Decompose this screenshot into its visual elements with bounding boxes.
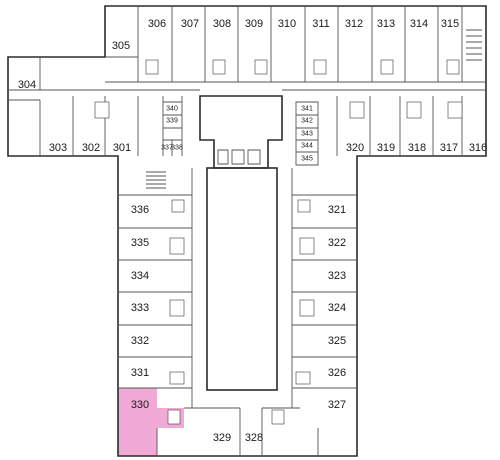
room-label-303: 303 [49,142,67,154]
room-label-343: 343 [301,131,313,138]
room-label-337: 337 [161,145,173,152]
room-label-309: 309 [245,18,263,30]
room-label-339: 339 [166,118,178,125]
room-label-324: 324 [328,302,346,314]
top-room-dividers [137,6,463,82]
room-label-315: 315 [441,18,459,30]
room-label-311: 311 [312,18,330,30]
room-label-312: 312 [345,18,363,30]
room-label-344: 344 [301,143,313,150]
west-column-walls [118,168,241,456]
room-label-310: 310 [278,18,296,30]
room-label-316: 316 [469,142,487,154]
room-label-305: 305 [112,40,130,52]
east-wing-walls [336,96,463,156]
room-label-306: 306 [148,18,166,30]
stairs-east [466,29,482,61]
room-label-323: 323 [328,270,346,282]
room-label-314: 314 [410,18,428,30]
building-outline [7,5,487,457]
room-label-313: 313 [377,18,395,30]
room-label-338: 338 [171,145,183,152]
small-rooms-337-340 [163,96,183,156]
bathroom-fixtures [94,59,463,425]
room-label-318: 318 [408,142,426,154]
east-column-walls [261,168,357,456]
room-label-322: 322 [328,237,346,249]
room-label-345: 345 [301,156,313,163]
small-rooms-341-345 [295,101,319,166]
atrium-notches [217,149,261,165]
room-label-328: 328 [245,432,263,444]
room-label-327: 327 [328,399,346,411]
room-label-320: 320 [346,142,364,154]
room-label-332: 332 [131,335,149,347]
top-corridor-line [8,81,486,91]
room-330-highlight[interactable] [118,388,184,456]
atrium-long [206,167,278,391]
room-label-301: 301 [113,142,131,154]
room-label-325: 325 [328,335,346,347]
room-label-307: 307 [181,18,199,30]
room-label-341: 341 [301,106,313,113]
room-label-335: 335 [131,237,149,249]
west-wing-walls [8,57,164,156]
room-label-326: 326 [328,367,346,379]
room-label-331: 331 [131,367,149,379]
room-label-336: 336 [131,204,149,216]
room-label-304: 304 [18,79,36,91]
room-label-317: 317 [440,142,458,154]
room-label-333: 333 [131,302,149,314]
atrium-top [199,95,283,169]
room-label-330[interactable]: 330 [131,399,149,411]
room-label-319: 319 [377,142,395,154]
room-label-340: 340 [166,106,178,113]
stairs-west [146,171,166,189]
room-label-308: 308 [213,18,231,30]
room-label-321: 321 [328,204,346,216]
room-label-302: 302 [82,142,100,154]
room-label-334: 334 [131,270,149,282]
room-label-329: 329 [213,432,231,444]
room-label-342: 342 [301,118,313,125]
